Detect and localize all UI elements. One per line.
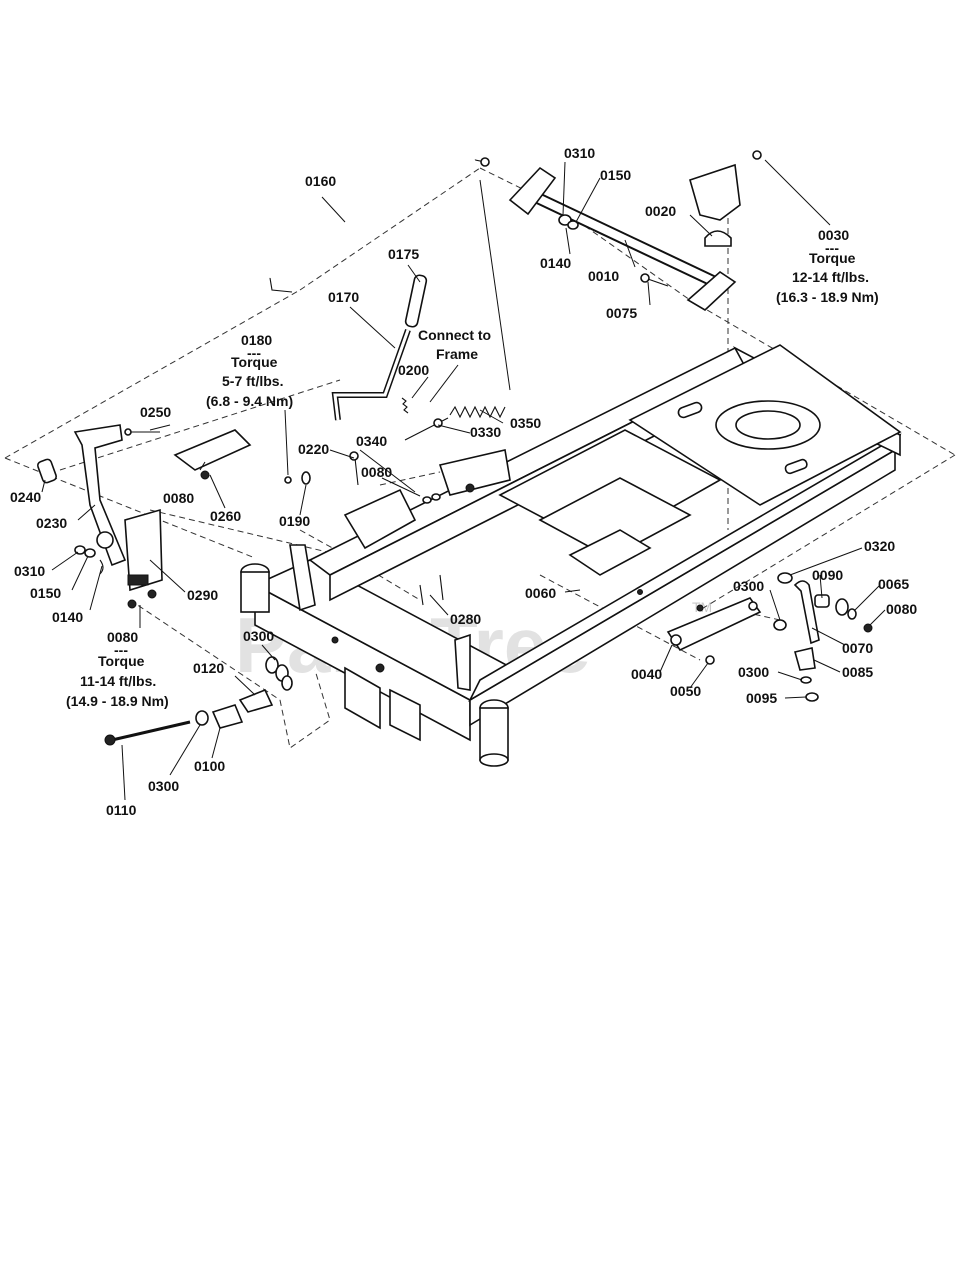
- label-0300-a: 0300: [243, 628, 274, 644]
- label-0300-b: 0300: [148, 778, 179, 794]
- label-0030-torque: Torque: [809, 250, 856, 266]
- label-0040: 0040: [631, 666, 662, 682]
- label-0080-d: 0080: [107, 629, 138, 645]
- label-0180-torque: Torque: [231, 354, 278, 370]
- label-0290: 0290: [187, 587, 218, 603]
- linkage-block: [284, 449, 511, 606]
- label-0080-b: 0080: [163, 490, 194, 506]
- label-0180-spec2: (6.8 - 9.4 Nm): [206, 393, 293, 409]
- label-0030-sep: ---: [825, 240, 839, 256]
- label-0350: 0350: [510, 415, 541, 431]
- label-0180-spec1: 5-7 ft/lbs.: [222, 373, 283, 389]
- label-0330: 0330: [470, 424, 501, 440]
- label-0190: 0190: [279, 513, 310, 529]
- label-0110: 0110: [106, 802, 137, 818]
- brake-rod: [269, 157, 490, 293]
- label-0320: 0320: [864, 538, 895, 554]
- label-0080-c: 0080: [886, 601, 917, 617]
- right-linkage: [666, 572, 873, 702]
- label-0175: 0175: [388, 246, 419, 262]
- front-linkage: [104, 656, 293, 746]
- label-0020: 0020: [645, 203, 676, 219]
- label-0075: 0075: [606, 305, 637, 321]
- label-0085: 0085: [842, 664, 873, 680]
- label-0180-sep: ---: [247, 345, 261, 361]
- label-0160: 0160: [305, 173, 336, 189]
- label-0030-spec2: (16.3 - 18.9 Nm): [776, 289, 879, 305]
- label-0080-d-torque: Torque: [98, 653, 145, 669]
- label-0340: 0340: [356, 433, 387, 449]
- label-0200: 0200: [398, 362, 429, 378]
- label-0100: 0100: [194, 758, 225, 774]
- label-0310-b: 0310: [564, 145, 595, 161]
- label-0070: 0070: [842, 640, 873, 656]
- label-0280: 0280: [450, 611, 481, 627]
- callout-labels: 0160 0175 0170 Connect to Frame 0200 035…: [10, 145, 917, 818]
- label-0030: 0030: [818, 227, 849, 243]
- label-0300-d: 0300: [738, 664, 769, 680]
- lift-lever: [331, 274, 428, 421]
- label-0250: 0250: [140, 404, 171, 420]
- label-0170: 0170: [328, 289, 359, 305]
- label-0030-spec1: 12-14 ft/lbs.: [792, 269, 869, 285]
- label-0140-a: 0140: [52, 609, 83, 625]
- label-0300-c: 0300: [733, 578, 764, 594]
- rear-shaft-assembly: [508, 150, 762, 311]
- label-0090: 0090: [812, 567, 843, 583]
- label-0080-d-spec2: (14.9 - 18.9 Nm): [66, 693, 169, 709]
- label-0180: 0180: [241, 332, 272, 348]
- label-0010: 0010: [588, 268, 619, 284]
- label-0150-b: 0150: [600, 167, 631, 183]
- label-0080-d-sep: ---: [114, 642, 128, 658]
- label-connect-1: Connect to: [418, 327, 491, 343]
- label-0080-a: 0080: [361, 464, 392, 480]
- label-0080-d-spec1: 11-14 ft/lbs.: [80, 673, 156, 689]
- leader-lines: [41, 159, 886, 801]
- label-0240: 0240: [10, 489, 41, 505]
- label-0220: 0220: [298, 441, 329, 457]
- label-0120: 0120: [193, 660, 224, 676]
- brake-pedal-assembly: [36, 424, 252, 609]
- label-0150-a: 0150: [30, 585, 61, 601]
- label-0065: 0065: [878, 576, 909, 592]
- label-connect-2: Frame: [436, 346, 478, 362]
- label-0310-a: 0310: [14, 563, 45, 579]
- label-0140-b: 0140: [540, 255, 571, 271]
- label-0230: 0230: [36, 515, 67, 531]
- label-0050: 0050: [670, 683, 701, 699]
- label-0060: 0060: [525, 585, 556, 601]
- main-frame: [240, 344, 902, 767]
- label-0260: 0260: [210, 508, 241, 524]
- label-0095: 0095: [746, 690, 777, 706]
